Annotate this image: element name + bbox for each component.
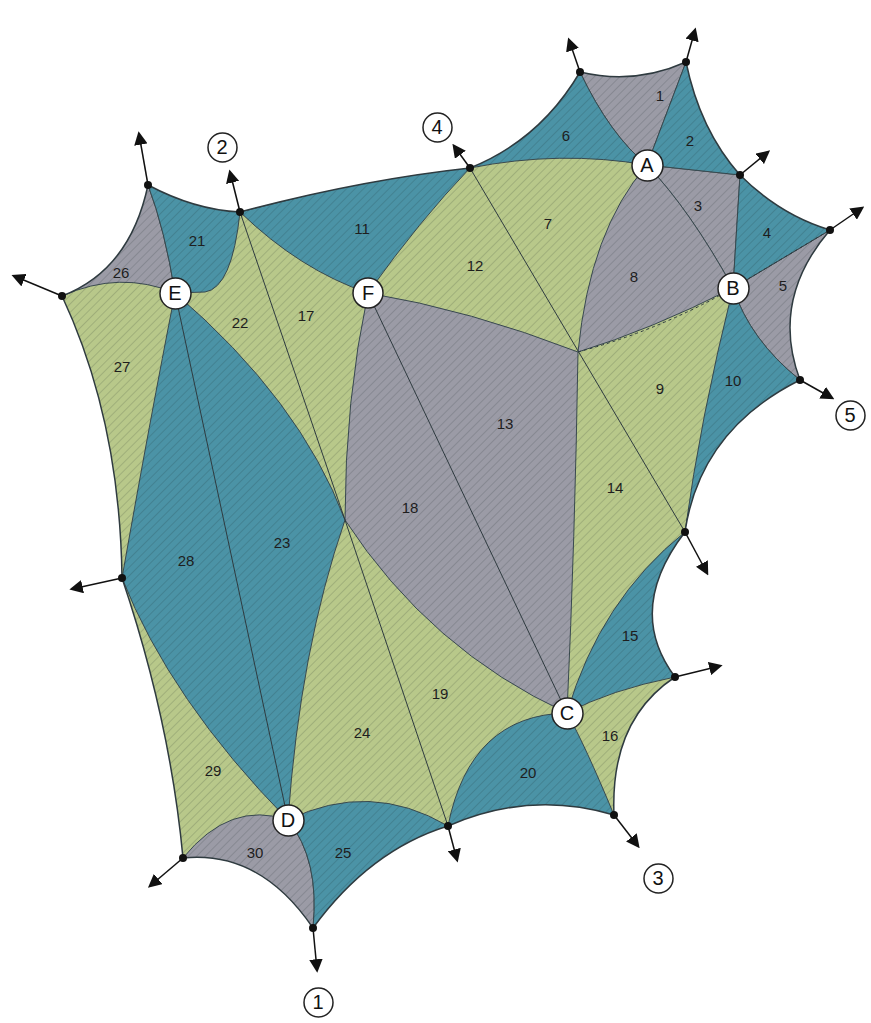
panel-number: 11 [354,221,370,236]
node-letter: F [352,277,384,309]
panel-number: 19 [432,686,449,701]
node-text: 1 [312,992,323,1012]
panel-number: 5 [779,278,787,293]
node-letter: A [631,149,664,182]
node-letter: B [717,272,750,305]
node-text: 5 [844,405,855,425]
panel-number: 4 [763,225,771,240]
panel-number: 24 [354,725,371,740]
node-text: D [281,810,295,830]
panel-number: 17 [298,308,315,323]
node-text: E [168,283,181,303]
panel-number: 8 [630,269,638,284]
node-text: C [560,703,574,723]
panel-number: 2 [686,133,694,148]
panel-number: 12 [467,258,484,273]
node-letter: E [159,277,192,310]
panel-number: 20 [520,765,537,780]
panel-number: 9 [656,381,664,396]
anchor-number: 4 [422,112,453,143]
node-text: 3 [652,868,663,888]
panel-number: 22 [232,315,249,330]
panel-number: 26 [113,265,130,280]
panel-number: 6 [562,128,570,143]
panel-number: 3 [694,198,702,213]
anchor-number: 2 [207,132,238,163]
panel-number: 14 [607,480,624,495]
node-text: 2 [216,137,227,157]
panel-number: 7 [544,216,552,231]
node-letter: D [272,804,305,837]
panel-number: 13 [497,416,514,431]
panel-number: 10 [725,373,742,388]
anchor-number: 3 [643,863,674,894]
panel-number: 1 [656,88,664,103]
panel-number: 27 [114,359,131,374]
panel-number: 25 [335,845,352,860]
node-text: F [362,283,374,303]
panel-number: 15 [622,628,639,643]
panel-number: 28 [178,553,195,568]
panel-number: 30 [247,845,264,860]
panel-number: 29 [205,763,222,778]
panel-number: 21 [189,233,206,248]
panel-number: 18 [402,500,419,515]
anchor-number: 5 [835,400,866,431]
node-text: B [726,278,739,298]
node-text: A [640,155,653,175]
panel-number: 16 [602,728,619,743]
node-text: 4 [431,117,442,137]
node-letter: C [551,697,584,730]
anchor-number: 1 [303,987,334,1018]
panel-number: 23 [274,535,291,550]
